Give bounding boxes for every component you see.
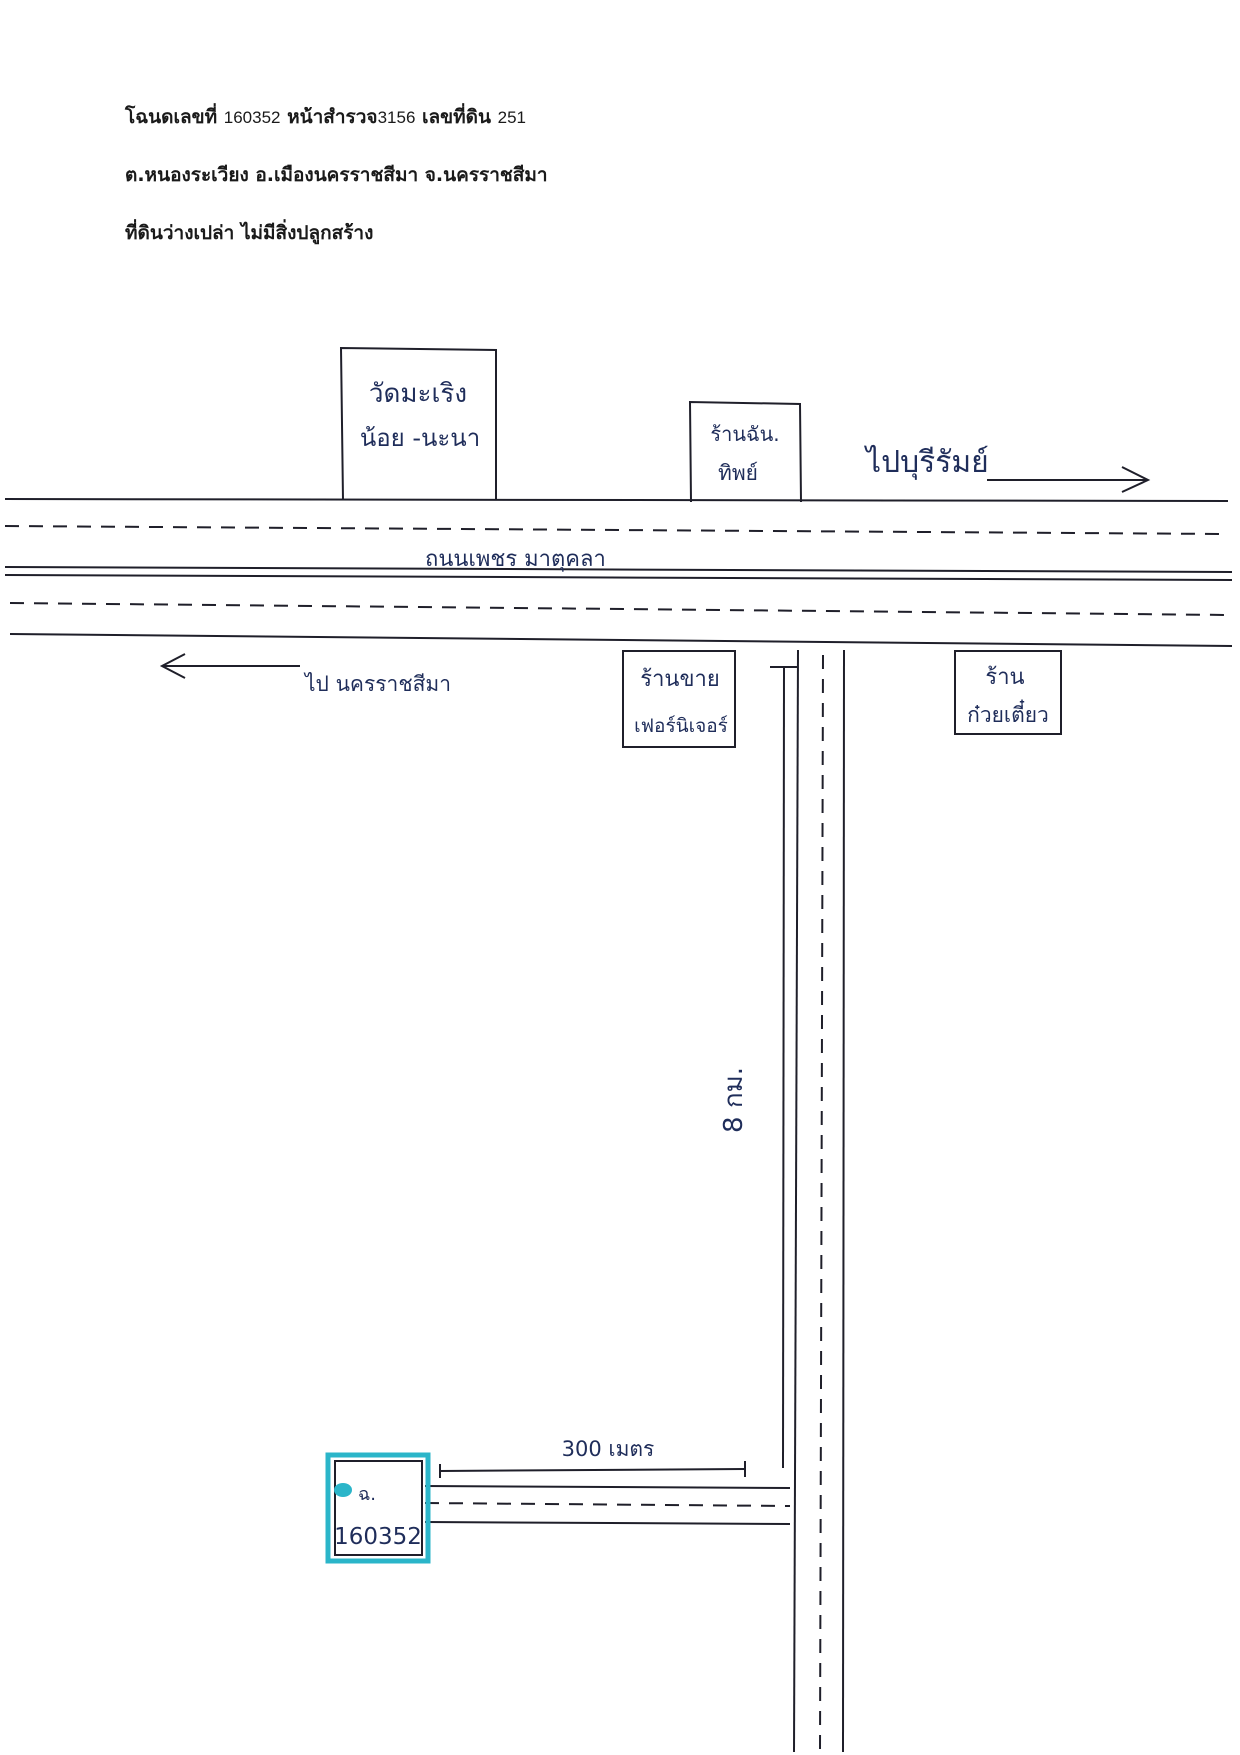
lane-edge-top — [424, 1485, 791, 1489]
shop-top-label-line1: ร้านฉัน. — [710, 422, 779, 446]
distance-marker-line — [782, 666, 785, 1469]
deed-number: 160352 — [223, 108, 281, 127]
parcel-marker — [325, 1452, 431, 1564]
survey-label: หน้าสำรวจ — [287, 106, 378, 128]
temple-box — [339, 346, 497, 501]
parcel-dot — [334, 1483, 352, 1497]
east-arrow-head — [1121, 466, 1151, 493]
shop-bottom-right-label-line2: ก๋วยเตี๋ยว — [967, 699, 1049, 727]
main-road-edge-bottom — [9, 633, 1233, 647]
lane-dimension-line — [439, 1468, 746, 1472]
shop-bottom-right-box — [954, 650, 1062, 735]
to-west-label: ไป นครราชสีมา — [303, 672, 451, 696]
lane-distance-label: 300 เมตร — [562, 1437, 655, 1461]
shop-top-label-line2: ทิพย์ — [718, 461, 758, 485]
main-road-centre-line — [4, 574, 1233, 581]
survey-number: 3156 — [377, 108, 416, 127]
side-road-edge-right — [842, 649, 845, 1753]
shop-bottom-right-label-line1: ร้าน — [985, 665, 1024, 690]
main-road-centre-line — [4, 566, 1233, 573]
west-arrow-head — [159, 653, 186, 679]
main-road-lane-line — [4, 525, 1229, 535]
shop-bottom-left-label-line2: เฟอร์นิเจอร์ — [634, 715, 728, 737]
side-road-distance-label: 8 กม. — [719, 1067, 749, 1133]
side-road-edge-left — [793, 649, 799, 1753]
lane-centre-line — [424, 1502, 791, 1507]
land-number: 251 — [497, 108, 527, 127]
shop-bottom-left-box — [622, 650, 736, 748]
shop-bottom-left-label-line1: ร้านขาย — [640, 667, 720, 692]
land-status-line: ที่ดินว่างเปล่า ไม่มีสิ่งปลูกสร้าง — [125, 222, 374, 244]
parcel-number: 160352 — [334, 1524, 422, 1550]
temple-label-line2: น้อย -นะนา — [360, 424, 480, 452]
side-road-centre-line — [819, 654, 824, 1753]
deed-label: โฉนดเลขที่ — [125, 106, 218, 128]
shop-top-box — [688, 400, 802, 503]
deed-info-line: โฉนดเลขที่ 160352 หน้าสำรวจ3156 เลขที่ดิ… — [125, 102, 526, 132]
parcel-label: ฉ. — [358, 1484, 376, 1505]
main-road-lane-line — [9, 602, 1231, 616]
to-east-label: ไปบุรีรัมย์ — [864, 444, 989, 481]
main-road-label: ถนนเพชร มาตุคลา — [425, 547, 606, 572]
location-line: ต.หนองระเวียง อ.เมืองนครราชสีมา จ.นครราช… — [125, 164, 548, 186]
parcel-box — [334, 1460, 423, 1556]
temple-label-line1: วัดมะเริง — [369, 379, 467, 409]
main-road-edge-top — [4, 498, 1229, 502]
land-label: เลขที่ดิน — [422, 106, 492, 128]
parcel-highlight — [325, 1452, 431, 1564]
lane-edge-bottom — [424, 1521, 791, 1525]
